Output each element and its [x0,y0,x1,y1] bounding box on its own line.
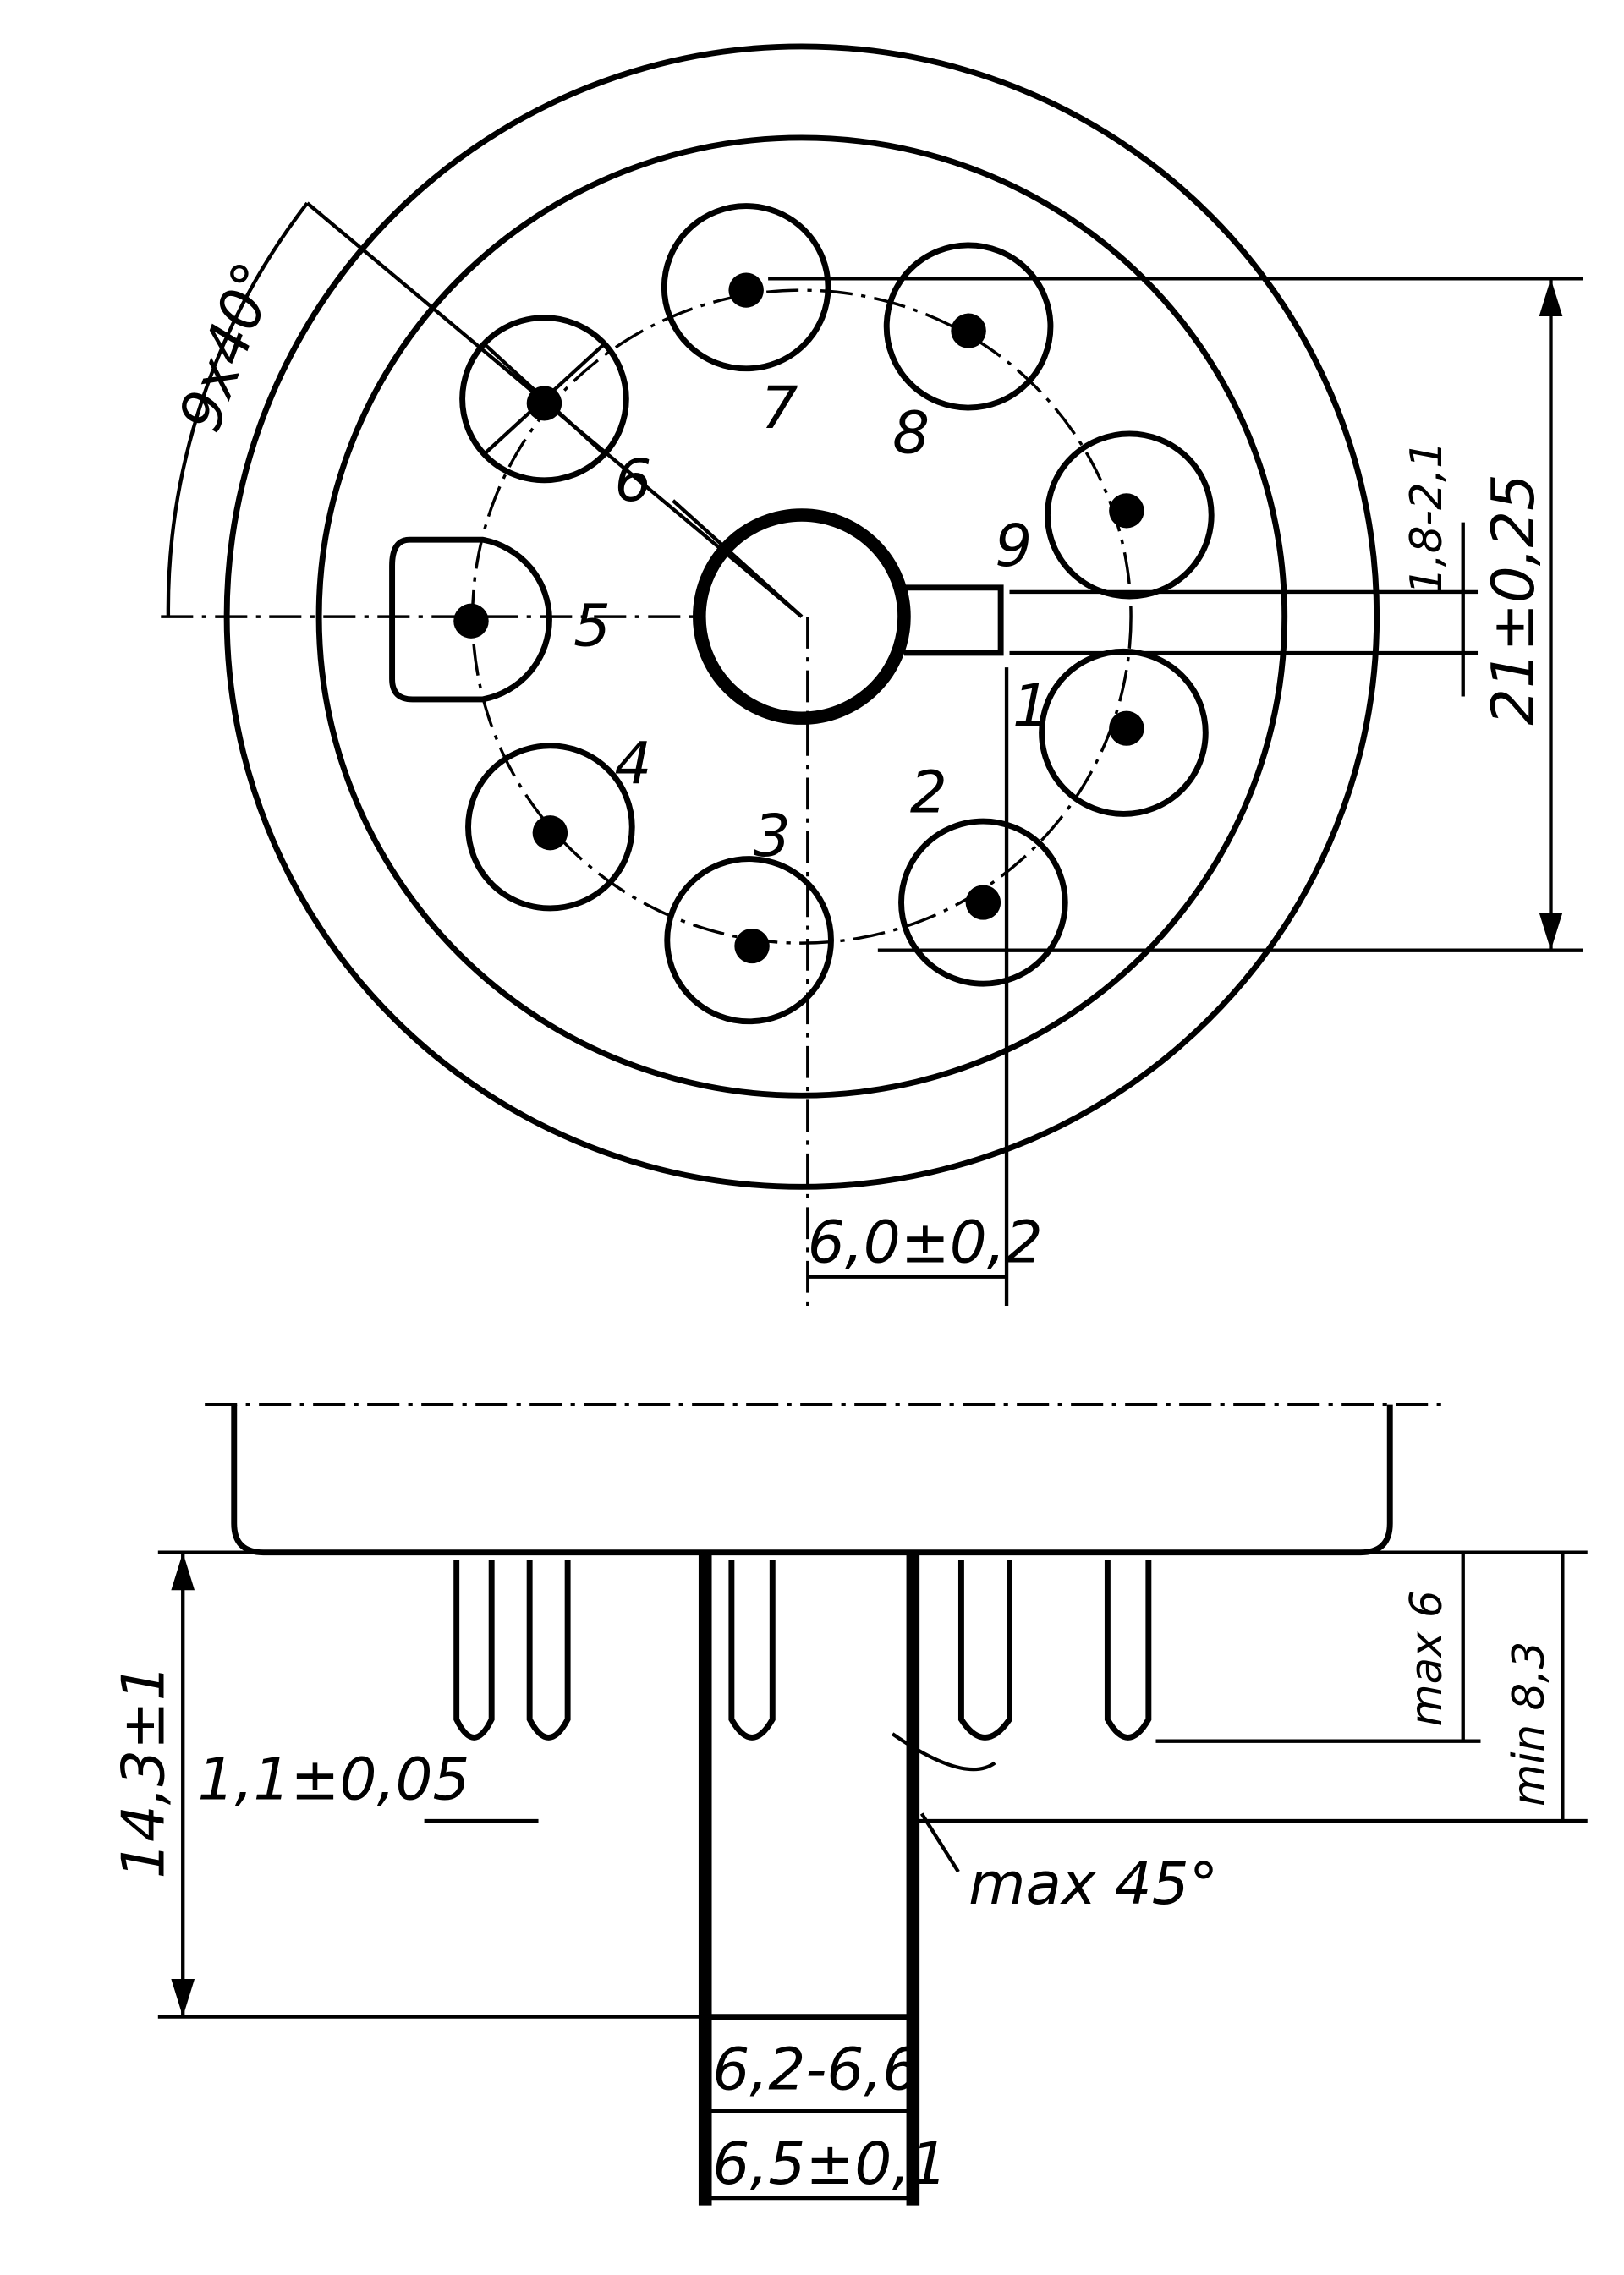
top-view: 7 8 6 9 5 1 4 3 2 9x40° 1,8-2,1 21±0,25 … [161,43,1583,1307]
pins [389,203,1215,1025]
inner-rim [315,134,1288,1099]
length-dimension: 14,3±1 [110,1552,703,2019]
max-pin-dim-text: max 6 [1402,1590,1452,1726]
pins-side [453,1560,1152,1741]
right-dimensions: max 6 min 8,3 [914,1552,1588,1823]
center-hole [693,508,911,725]
angle-dim-text: 9x40° [167,254,290,441]
pitch-dim-text: 21±0,25 [1479,474,1547,726]
pin-label-2: 2 [910,759,947,827]
post-dim-2-text: 6,5±0,1 [712,2130,947,2198]
pin-label-6: 6 [614,447,651,515]
pitch-dimension: 1,8-2,1 21±0,25 [768,277,1583,952]
pin-label-9: 9 [995,513,1032,580]
offset-dimension: 6,0±0,2 [808,667,1043,1307]
key-slot [903,584,1004,656]
pin-label-4: 4 [614,731,651,798]
side-view: 14,3±1 1,1±0,05 max 6 min 8,3 max 45° 6,… [110,1402,1588,2206]
angle-leader-2 [672,499,804,618]
pin-label-8: 8 [892,400,930,468]
pin-label-1: 1 [1012,672,1050,740]
angle-dimension: 9x40° [167,201,309,617]
pin-label-5: 5 [573,593,611,661]
chamfer-dimension: max 45° [891,1732,1218,1918]
center-post [698,1552,920,2206]
pin-diameter-dimension: 1,1±0,05 [198,1746,539,1823]
offset-dim-text: 6,0±0,2 [808,1209,1043,1277]
pin-label-3: 3 [754,803,791,870]
pin-diameter-dim-text: 1,1±0,05 [198,1746,470,1814]
length-dim-text: 14,3±1 [110,1664,178,1879]
post-dimensions: 6,2-6,6 6,5±0,1 [705,2037,947,2201]
min-pin-dim-text: min 8,3 [1504,1642,1555,1806]
pin-label-7: 7 [760,375,798,442]
base-body [231,1404,1393,1556]
chamfer-dim-text: max 45° [968,1850,1218,1918]
key-width-dim-text: 1,8-2,1 [1402,441,1452,595]
post-dim-1-text: 6,2-6,6 [712,2037,919,2104]
